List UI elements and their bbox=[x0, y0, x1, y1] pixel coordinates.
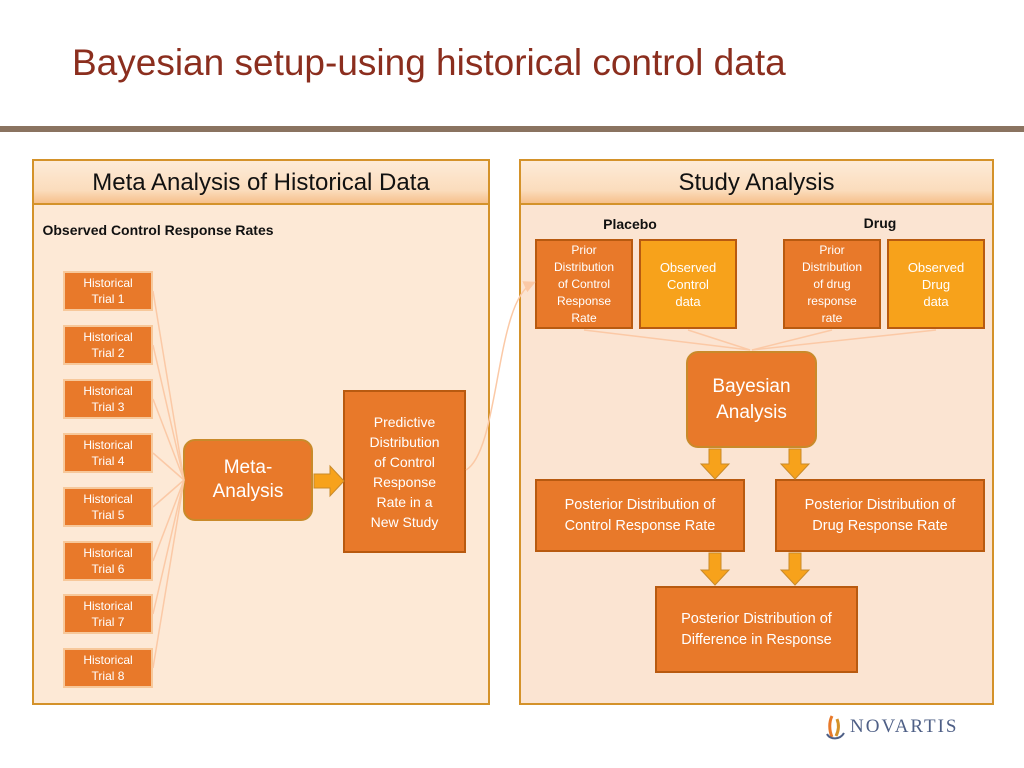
meta-analysis-node: Meta-Analysis bbox=[183, 439, 313, 521]
drug-label: Drug bbox=[863, 215, 897, 231]
observed-rates-label: Observed Control Response Rates bbox=[42, 222, 274, 238]
novartis-logo-icon bbox=[826, 715, 845, 740]
title-divider bbox=[0, 126, 1024, 132]
study-analysis-header: Study Analysis bbox=[521, 161, 992, 205]
meta-analysis-header: Meta Analysis of Historical Data bbox=[34, 161, 488, 205]
novartis-logo-text: NOVARTIS bbox=[850, 716, 959, 737]
page-title: Bayesian setup-using historical control … bbox=[72, 42, 786, 83]
placebo-label: Placebo bbox=[603, 216, 657, 232]
